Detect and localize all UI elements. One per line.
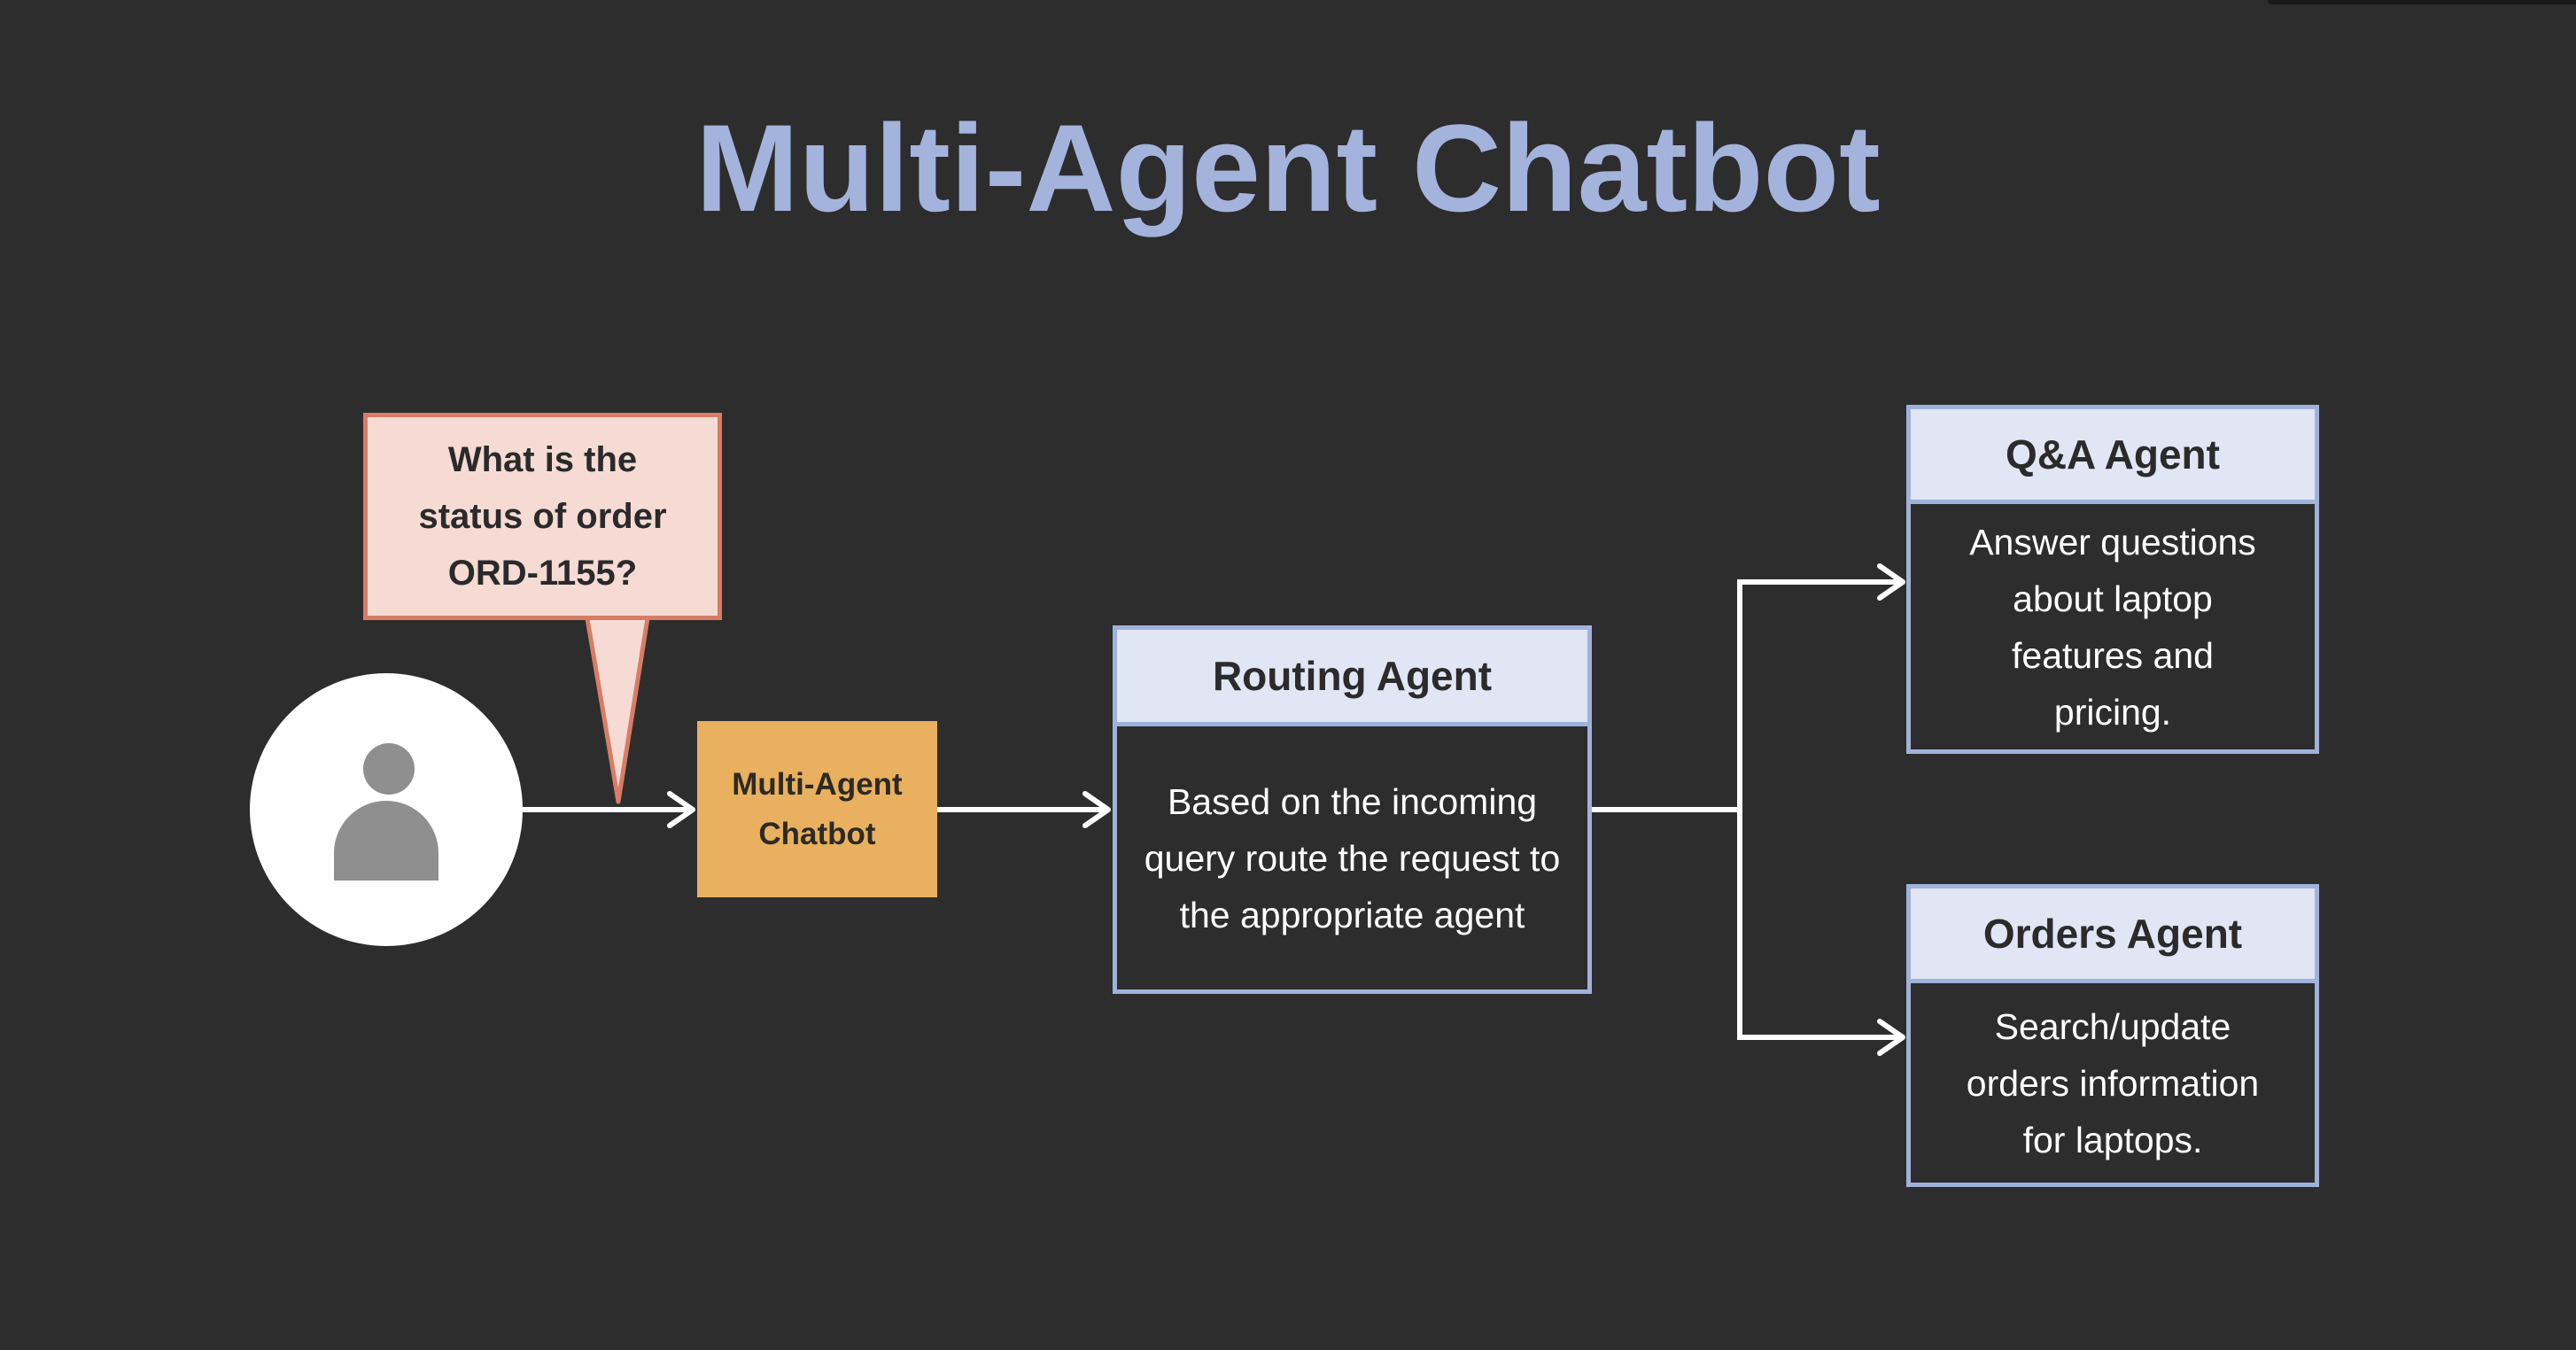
- orders-agent-title: Orders Agent: [1911, 888, 2315, 983]
- orders-agent-node: Orders Agent Search/update orders inform…: [1906, 884, 2319, 1187]
- routing-agent-description: Based on the incoming query route the re…: [1117, 726, 1587, 989]
- user-avatar: [250, 673, 523, 946]
- description-line: pricing.: [2053, 691, 2172, 733]
- user-query-bubble: What is the status of order ORD-1155?: [363, 413, 722, 620]
- query-line: What is the: [447, 440, 638, 479]
- user-icon-head: [363, 743, 415, 795]
- speech-bubble-tail: [585, 616, 650, 804]
- query-line: ORD-1155?: [447, 554, 638, 593]
- diagram-title: Multi-Agent Chatbot: [695, 98, 1881, 237]
- description-line: Answer questions: [1969, 521, 2256, 562]
- chatbot-label-line: Chatbot: [758, 816, 876, 851]
- qa-agent-node: Q&A Agent Answer questions about laptop …: [1906, 405, 2319, 754]
- arrowhead-routing-to-orders: [1877, 1019, 1905, 1056]
- user-icon-body: [334, 801, 438, 881]
- query-line: status of order: [418, 497, 667, 536]
- chatbot-node: Multi-Agent Chatbot: [697, 721, 937, 897]
- description-line: about laptop: [2013, 578, 2213, 619]
- description-line: the appropriate agent: [1179, 894, 1525, 935]
- arrowhead-routing-to-qa: [1877, 563, 1905, 601]
- arrowhead-chatbot-to-routing: [1082, 791, 1111, 828]
- description-line: features and: [2012, 634, 2214, 676]
- qa-agent-title: Q&A Agent: [1911, 409, 2315, 504]
- window-edge-strip: [2268, 0, 2576, 4]
- routing-agent-title: Routing Agent: [1117, 630, 1587, 726]
- description-line: query route the request to: [1144, 837, 1561, 879]
- description-line: orders information: [1966, 1062, 2260, 1104]
- arrowhead-user-to-chatbot: [667, 791, 695, 828]
- description-line: Search/update: [1994, 1005, 2231, 1047]
- description-line: for laptops.: [2022, 1119, 2203, 1160]
- qa-agent-description: Answer questions about laptop features a…: [1911, 504, 2315, 749]
- orders-agent-description: Search/update orders information for lap…: [1911, 983, 2315, 1183]
- description-line: Based on the incoming: [1167, 780, 1538, 822]
- routing-agent-node: Routing Agent Based on the incoming quer…: [1113, 625, 1592, 994]
- chatbot-label-line: Multi-Agent: [732, 766, 903, 802]
